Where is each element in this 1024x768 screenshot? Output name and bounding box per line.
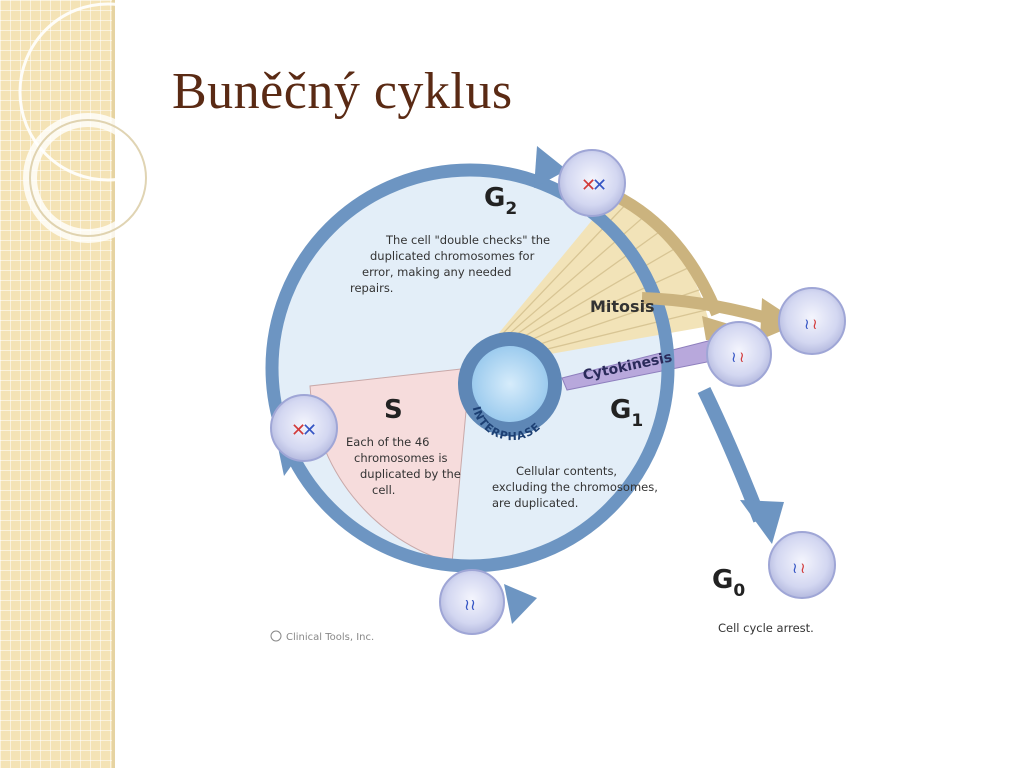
s-description: Each of the 46 chromosomes is duplicated… [346, 435, 464, 497]
svg-text:≀≀: ≀≀ [464, 595, 476, 614]
svg-text:≀: ≀ [800, 559, 806, 577]
svg-text:✕: ✕ [302, 420, 317, 441]
svg-text:≀: ≀ [804, 315, 810, 333]
interphase-core [472, 346, 548, 422]
s-label: S [384, 395, 403, 425]
cell-cycle-diagram: INTERPHASE ✕ ✕ ✕ ✕ ≀≀ ≀ [262, 128, 852, 663]
svg-text:✕: ✕ [291, 420, 306, 441]
svg-text:≀: ≀ [731, 348, 737, 366]
mitosis-label: Mitosis [590, 297, 655, 316]
g0-label: G0 [712, 565, 745, 601]
ring-arrowhead-top [534, 146, 567, 188]
decorative-circles [18, 2, 160, 243]
decorative-divider [112, 0, 115, 768]
svg-text:✕: ✕ [581, 175, 596, 196]
cell-daughter-2: ≀ ≀ [778, 287, 846, 355]
cell-daughter-1: ≀ ≀ [706, 321, 772, 387]
g1-label: G1 [610, 395, 643, 431]
svg-text:✕: ✕ [592, 175, 607, 196]
ring-arrowhead-bottom [504, 584, 537, 624]
svg-text:≀: ≀ [792, 559, 798, 577]
g0-description: Cell cycle arrest. [718, 621, 814, 635]
svg-text:≀: ≀ [739, 348, 745, 366]
mitosis-arrow-shaft [609, 188, 723, 317]
svg-text:≀: ≀ [812, 315, 818, 333]
cell-g1-bottom: ≀≀ [439, 569, 505, 635]
mitosis-arrow-branch [641, 292, 769, 324]
g2-label: G2 [484, 183, 517, 219]
cell-g2: ✕ ✕ [558, 149, 626, 217]
slide-title: Buněčný cyklus [172, 63, 513, 120]
g2-description: The cell "double checks" the duplicated … [350, 233, 554, 295]
copyright-icon [270, 630, 282, 642]
cell-cycle-ring [265, 163, 675, 573]
g0-arrowhead [740, 500, 784, 544]
credit-text: Clinical Tools, Inc. [286, 632, 374, 643]
cell-g0: ≀ ≀ [768, 531, 836, 599]
g1-description: Cellular contents, excluding the chromos… [492, 464, 662, 510]
cell-s: ✕ ✕ [270, 394, 338, 462]
